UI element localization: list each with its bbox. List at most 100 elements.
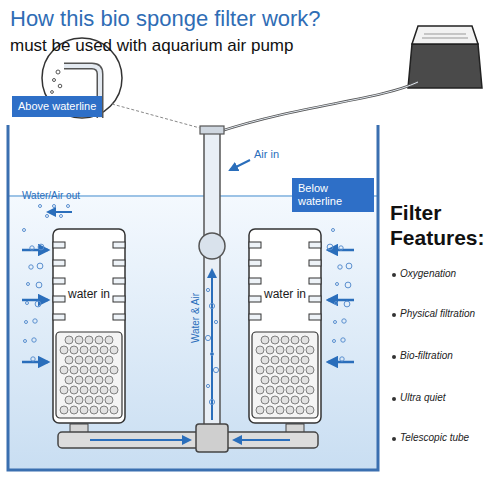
bio-ball bbox=[256, 406, 264, 414]
bio-ball bbox=[100, 406, 108, 414]
label-box: Oxygenation bbox=[400, 268, 456, 280]
bio-ball bbox=[281, 356, 289, 364]
bubble bbox=[344, 301, 350, 307]
sponge-slot bbox=[249, 314, 261, 320]
bio-ball bbox=[90, 406, 98, 414]
bio-ball bbox=[306, 366, 314, 374]
bubble bbox=[26, 302, 29, 305]
bio-ball bbox=[60, 386, 68, 394]
bio-ball bbox=[281, 336, 289, 344]
sponge-block: water in bbox=[52, 228, 126, 424]
feature-item: Telescopic tube bbox=[400, 432, 469, 444]
bio-ball bbox=[266, 366, 274, 374]
sponge-outline bbox=[248, 228, 322, 424]
bio-ball bbox=[80, 366, 88, 374]
bio-ball bbox=[95, 376, 103, 384]
bubble bbox=[31, 357, 35, 361]
bio-ball bbox=[90, 346, 98, 354]
bubble bbox=[36, 282, 42, 288]
bio-ball bbox=[80, 406, 88, 414]
bio-ball bbox=[261, 336, 269, 344]
bio-ball bbox=[75, 336, 83, 344]
flow-up-arrow bbox=[211, 270, 213, 420]
label-box: Ultra quiet bbox=[400, 392, 446, 404]
bubble bbox=[341, 338, 345, 342]
bio-ball bbox=[301, 396, 309, 404]
bubble bbox=[39, 205, 42, 208]
label-box: Bio-filtration bbox=[400, 350, 453, 362]
bio-ball bbox=[286, 386, 294, 394]
bubble bbox=[333, 340, 336, 343]
bio-ball bbox=[276, 386, 284, 394]
bubble bbox=[67, 205, 70, 208]
flow-label: Water & Air bbox=[190, 293, 202, 343]
bio-ball bbox=[110, 366, 118, 374]
outlet-guide bbox=[150, 200, 204, 201]
tank-wall bbox=[8, 125, 378, 470]
label-box: Air in bbox=[254, 148, 279, 161]
media-chamber bbox=[56, 332, 122, 418]
bio-ball bbox=[301, 356, 309, 364]
water-out-arrow bbox=[48, 211, 72, 213]
bio-ball bbox=[100, 366, 108, 374]
bio-ball bbox=[110, 406, 118, 414]
bio-ball bbox=[266, 406, 274, 414]
bio-ball bbox=[100, 346, 108, 354]
bio-ball bbox=[65, 396, 73, 404]
bubble bbox=[345, 282, 351, 288]
bubble bbox=[33, 319, 37, 323]
bubble bbox=[209, 399, 214, 404]
bubble bbox=[25, 321, 28, 324]
sponge-slot bbox=[113, 242, 125, 248]
bio-ball bbox=[90, 386, 98, 394]
bio-ball bbox=[65, 356, 73, 364]
air-in-arrow bbox=[230, 160, 250, 170]
bubble bbox=[334, 321, 337, 324]
bubble bbox=[346, 263, 352, 269]
bio-ball bbox=[85, 376, 93, 384]
bubble bbox=[214, 320, 217, 323]
bubble bbox=[205, 335, 210, 340]
bio-ball bbox=[105, 356, 113, 364]
bio-ball bbox=[70, 406, 78, 414]
bio-ball bbox=[296, 386, 304, 394]
sponge-slot bbox=[309, 242, 321, 248]
bio-ball bbox=[306, 346, 314, 354]
bio-ball bbox=[291, 396, 299, 404]
bio-ball bbox=[296, 346, 304, 354]
bio-ball bbox=[306, 386, 314, 394]
bio-ball bbox=[296, 406, 304, 414]
feature-bullets bbox=[392, 273, 396, 441]
sponge-outline bbox=[52, 228, 126, 424]
air-tubing-core bbox=[218, 82, 418, 132]
bubble bbox=[335, 302, 338, 305]
bio-ball bbox=[271, 396, 279, 404]
tag-text: Below waterline bbox=[298, 182, 368, 208]
sponge-slot bbox=[249, 296, 261, 302]
bio-ball bbox=[256, 366, 264, 374]
bio-ball bbox=[286, 346, 294, 354]
bio-ball bbox=[261, 376, 269, 384]
bubble bbox=[342, 319, 346, 323]
flow-text: water in bbox=[66, 286, 112, 302]
bio-ball bbox=[286, 406, 294, 414]
bio-ball bbox=[65, 376, 73, 384]
label-box: Water/Air out bbox=[22, 190, 80, 202]
bio-ball bbox=[70, 346, 78, 354]
feature-item: Ultra quiet bbox=[400, 392, 446, 404]
sponge-slot bbox=[249, 242, 261, 248]
bubble bbox=[30, 246, 34, 250]
bio-ball bbox=[75, 356, 83, 364]
bio-ball bbox=[301, 336, 309, 344]
feature-item: Oxygenation bbox=[400, 268, 456, 280]
waterline-tag: Above waterline bbox=[12, 96, 102, 117]
sponge-slot bbox=[249, 278, 261, 284]
feature-item: Bio-filtration bbox=[400, 350, 453, 362]
flow-text: water in bbox=[262, 286, 308, 302]
bio-ball bbox=[105, 376, 113, 384]
label-box: must be used with aquarium air pump bbox=[10, 36, 293, 56]
tube-cap bbox=[200, 126, 224, 134]
sponge-slot bbox=[53, 242, 65, 248]
bio-ball bbox=[75, 396, 83, 404]
